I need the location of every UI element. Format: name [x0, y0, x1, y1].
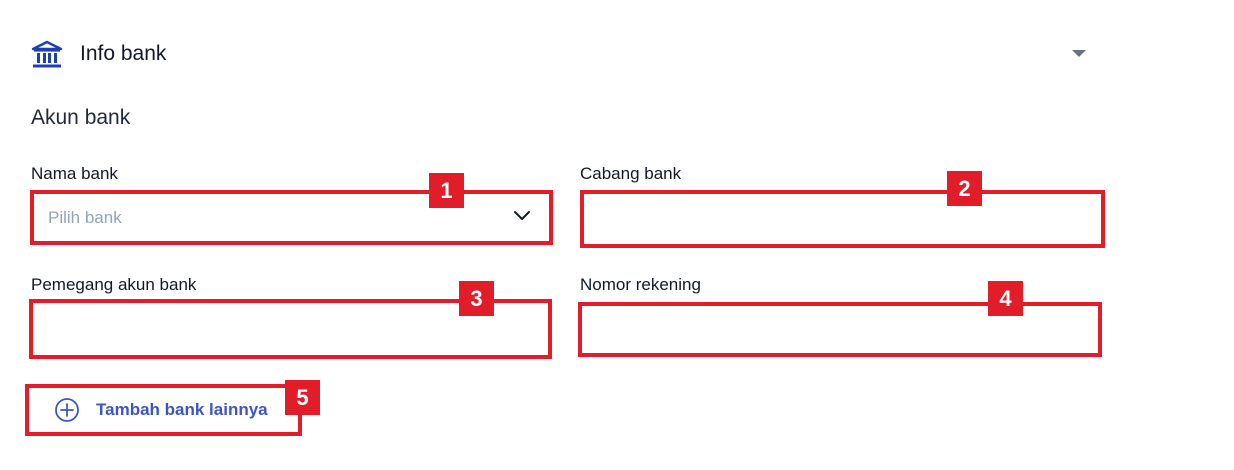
account-subtitle: Akun bank — [31, 106, 131, 129]
bank-icon — [31, 40, 63, 68]
bank-branch-input[interactable] — [584, 194, 1101, 244]
annotation-badge-3: 3 — [459, 281, 494, 316]
collapse-caret-icon[interactable] — [1072, 50, 1086, 57]
bank-name-input[interactable] — [34, 194, 549, 241]
annotation-badge-1: 1 — [429, 173, 464, 208]
annotation-badge-2: 2 — [947, 171, 982, 206]
account-number-label: Nomor rekening — [580, 275, 701, 294]
annotation-badge-5: 5 — [285, 380, 320, 415]
plus-circle-icon — [55, 398, 79, 422]
section-title: Info bank — [80, 42, 167, 65]
account-holder-label: Pemegang akun bank — [31, 275, 197, 294]
bank-name-label: Nama bank — [31, 164, 118, 183]
chevron-down-icon[interactable] — [513, 209, 531, 223]
bank-branch-label: Cabang bank — [580, 164, 682, 183]
add-bank-label: Tambah bank lainnya — [96, 400, 268, 419]
account-number-field[interactable] — [578, 302, 1102, 357]
bank-branch-field[interactable] — [580, 190, 1105, 248]
add-bank-button[interactable]: Tambah bank lainnya — [25, 384, 302, 436]
bank-name-select[interactable] — [30, 190, 553, 245]
annotation-badge-4: 4 — [988, 281, 1023, 316]
